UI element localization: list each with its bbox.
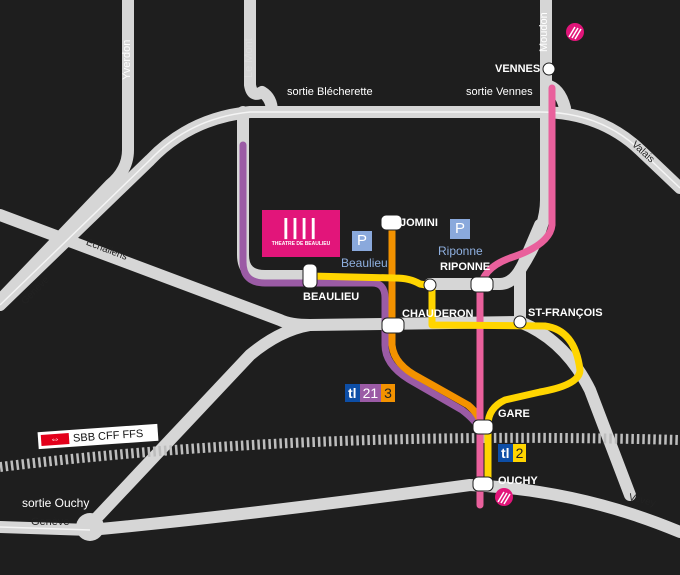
parking-icon: P (450, 219, 470, 239)
station-label-gare: GARE (498, 408, 530, 420)
station-label-vennes: VENNES (495, 63, 541, 75)
tl-logo: tl (498, 444, 513, 462)
theatre-logo-mark: |||| (282, 214, 320, 239)
station-label-beaulieu: BEAULIEU (303, 291, 360, 303)
station-label-jomini: JOMINI (400, 217, 438, 229)
road-label-le-mont: Le Mont (243, 38, 255, 78)
road-le-mont (244, 0, 278, 118)
station-label-st-francois: ST-FRANÇOIS (528, 307, 603, 319)
metro-icon (566, 23, 584, 41)
station-jomini (380, 214, 403, 231)
station-label-riponne: RIPONNE (440, 261, 491, 273)
station-st-francois (513, 315, 527, 329)
metro-line-badge: tl 2 (498, 444, 527, 462)
station-gare (472, 419, 494, 435)
parking-label-riponne: Riponne (438, 244, 483, 258)
station-riponne (470, 276, 494, 293)
theatre-name: THEATRE DE BEAULIEU (271, 241, 331, 247)
parking-icon: P (352, 231, 372, 251)
road-yverdon (0, 0, 134, 306)
parking-label-beaulieu: Beaulieu (341, 256, 388, 270)
road-bottom (0, 479, 680, 538)
station-chauderon (381, 317, 405, 334)
station-label-ouchy: OUCHY (498, 475, 538, 487)
road-label-yverdon: Yverdon (121, 39, 133, 80)
theatre-de-beaulieu-logo: |||| THEATRE DE BEAULIEU (262, 210, 340, 257)
road-label-sortie-blecherette: sortie Blécherette (287, 86, 373, 98)
line-2 (306, 272, 584, 488)
road-label-geneve-bottom: Genève (31, 516, 70, 528)
road-label-sortie-ouchy: sortie Ouchy (22, 496, 90, 510)
bus-lines-badge: tl 21 3 (345, 384, 395, 402)
road-label-moudon: Moudon (538, 12, 550, 52)
line-3-badge: 3 (381, 384, 395, 402)
road-vennes-loop (540, 79, 571, 114)
road-sortie-ouchy (84, 319, 316, 531)
line-21-badge: 21 (359, 384, 382, 402)
line-21 (239, 141, 482, 431)
station-label-chauderon: CHAUDERON (402, 308, 474, 320)
line-2-badge: 2 (512, 444, 527, 462)
tl-logo: tl (345, 384, 360, 402)
road-riponne (424, 219, 546, 290)
railway (0, 432, 680, 472)
station-riponne-junction (423, 278, 437, 292)
road-label-sortie-vennes: sortie Vennes (466, 86, 533, 98)
sbb-label: SBB CFF FFS (72, 427, 144, 445)
roundabout (76, 513, 104, 541)
sbb-icon: ⇔ (40, 433, 70, 446)
station-beaulieu (302, 263, 318, 289)
metro-icon (495, 488, 513, 506)
station-ouchy (472, 476, 494, 492)
station-vennes (542, 62, 556, 76)
